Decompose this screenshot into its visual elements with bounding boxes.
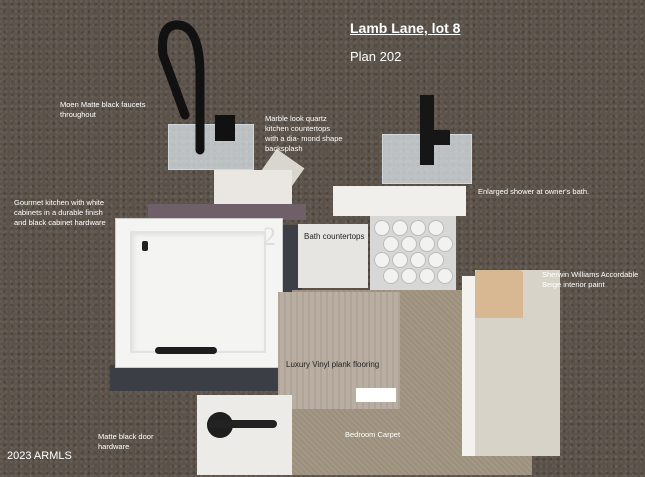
brochure-card	[148, 204, 306, 220]
white-cabinet-door	[115, 218, 283, 368]
door-lever-icon	[207, 420, 277, 428]
kitchen-caption: Gourmet kitchen with white cabinets in a…	[14, 198, 106, 227]
cabinet-pull-icon	[155, 347, 217, 354]
bath-faucet-icon	[420, 95, 450, 165]
cabinet-panel-recess	[130, 231, 266, 353]
shower-caption: Enlarged shower at owner's bath.	[478, 187, 590, 196]
cabinet-number: 2	[263, 222, 276, 251]
listing-title: Lamb Lane, lot 8	[350, 20, 461, 36]
watermark: 2023 ARMLS	[7, 450, 72, 462]
kitchen-faucet-icon	[158, 20, 235, 155]
hardware-caption: Matte black door hardware	[98, 432, 154, 451]
lvp-caption: Luxury Vinyl plank flooring	[286, 360, 380, 369]
paint-swatch-tag	[475, 270, 523, 318]
faucets-caption: Moen Matte black faucets throughout	[60, 100, 146, 119]
carpet-caption: Bedroom Carpet	[345, 430, 401, 439]
quartz-caption: Marble look quartz kitchen countertops w…	[265, 114, 343, 153]
plan-name: Plan 202	[350, 49, 402, 64]
cabinet-base-panel	[110, 365, 282, 391]
bath-countertop-sample	[298, 224, 368, 288]
faucet-acrylic-stand	[168, 124, 254, 170]
barcode-label	[356, 388, 396, 402]
cabinet-knob-icon	[142, 241, 148, 251]
bath-countertops-caption: Bath countertops	[304, 232, 365, 241]
shower-tile-sample	[333, 186, 466, 216]
hexagon-tile-sample	[370, 216, 456, 290]
paint-caption: Sherwin Williams Accordable Beige interi…	[542, 270, 639, 289]
